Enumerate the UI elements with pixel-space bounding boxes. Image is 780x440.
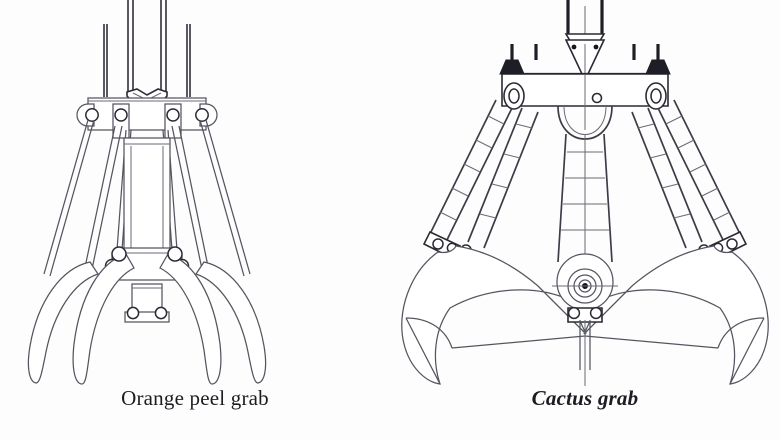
piston-rod-right-outer bbox=[657, 99, 743, 247]
figure-orange-peel-grab bbox=[27, 0, 267, 385]
piston-rod-left-inner bbox=[467, 107, 539, 249]
orange-peel-grab-drawing bbox=[27, 0, 267, 385]
claw-pivot-pins bbox=[111, 246, 183, 262]
lower-hub-pins bbox=[567, 306, 603, 323]
clevis-yoke bbox=[564, 0, 606, 75]
suspension-rods bbox=[103, 0, 191, 97]
claw-tines bbox=[27, 253, 267, 385]
crosshead-beam bbox=[87, 97, 207, 131]
cactus-grab-drawing bbox=[401, 0, 769, 386]
hydraulic-cylinders bbox=[499, 44, 671, 75]
figure-cactus-grab bbox=[390, 0, 780, 440]
piston-rod-right-inner bbox=[631, 107, 703, 249]
central-pivot-hub bbox=[552, 253, 618, 311]
caption-cactus-grab: Cactus grab bbox=[531, 386, 639, 410]
lower-pivot-box bbox=[124, 283, 170, 323]
central-ladder-column bbox=[557, 133, 613, 263]
crosshead-beam bbox=[501, 72, 669, 130]
shell-buckets bbox=[401, 245, 769, 385]
central-body bbox=[123, 137, 171, 263]
cutting-edges bbox=[405, 317, 765, 385]
bottom-centre-stem bbox=[579, 320, 591, 386]
caption-orange-peel-grab: Orange peel grab bbox=[121, 386, 269, 410]
piston-rod-left-outer bbox=[427, 99, 513, 247]
cylinder-eye-joints bbox=[503, 82, 667, 110]
